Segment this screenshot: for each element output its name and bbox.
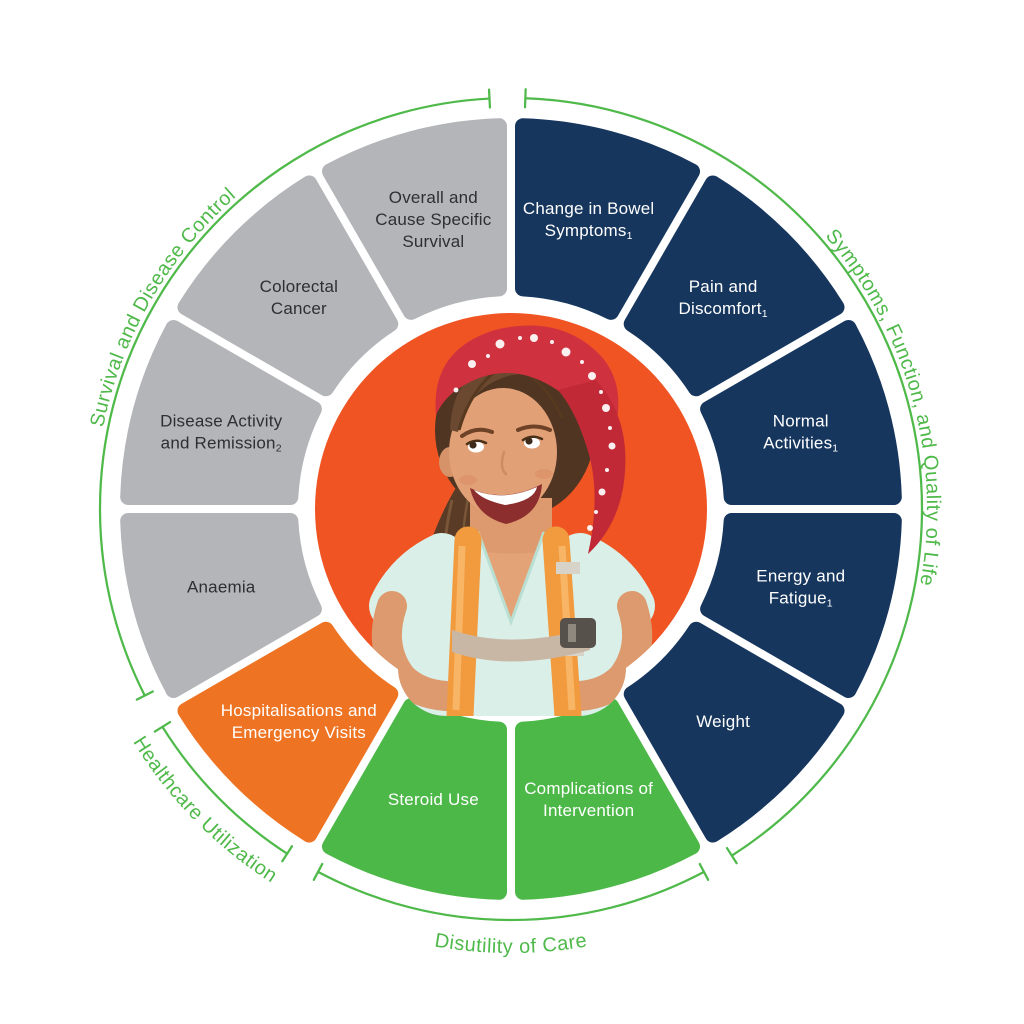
center-photo — [315, 313, 707, 716]
segment-colorectal-cancer — [177, 175, 399, 397]
group-arc-tick — [487, 88, 492, 109]
segment-overall-and-cause-specific-survival — [321, 118, 508, 320]
group-arc-healthcare-utilization — [161, 726, 288, 855]
segment-change-in-bowel-symptoms — [514, 118, 701, 320]
segments-layer — [120, 118, 902, 900]
segment-anaemia — [120, 512, 322, 699]
group-arc-tick — [312, 862, 324, 881]
group-label-disutility-of-care: Disutility of Care — [433, 930, 589, 958]
segment-complications-of-intervention — [514, 698, 701, 900]
segment-disease-activity-and-remission — [120, 319, 322, 506]
segment-label-anaemia: Anaemia — [187, 578, 256, 597]
group-arc-survival-and-disease-control — [98, 97, 490, 697]
smiling-woman-hiker-illustration — [369, 325, 655, 716]
group-arc-tick — [523, 88, 527, 109]
segment-energy-and-fatigue — [700, 512, 902, 699]
group-arc-tick — [725, 846, 738, 865]
segment-weight — [623, 621, 845, 843]
group-arc-tick — [698, 862, 710, 881]
segment-label-weight: Weight — [696, 712, 750, 731]
group-arc-tick — [153, 720, 172, 733]
group-arcs-layer — [98, 88, 924, 922]
segment-hospitalisations-and-emergency-visits — [177, 621, 399, 843]
segment-label-steroid-use: Steroid Use — [388, 790, 479, 809]
segment-steroid-use — [321, 698, 508, 900]
group-arc-disutility-of-care — [317, 870, 705, 922]
segment-pain-and-discomfort — [623, 175, 845, 397]
group-arc-tick — [281, 845, 294, 863]
group-arc-symptoms-function-and-quality-of-life — [525, 97, 924, 857]
group-arc-tick — [135, 690, 154, 701]
segment-normal-activities — [700, 319, 902, 506]
